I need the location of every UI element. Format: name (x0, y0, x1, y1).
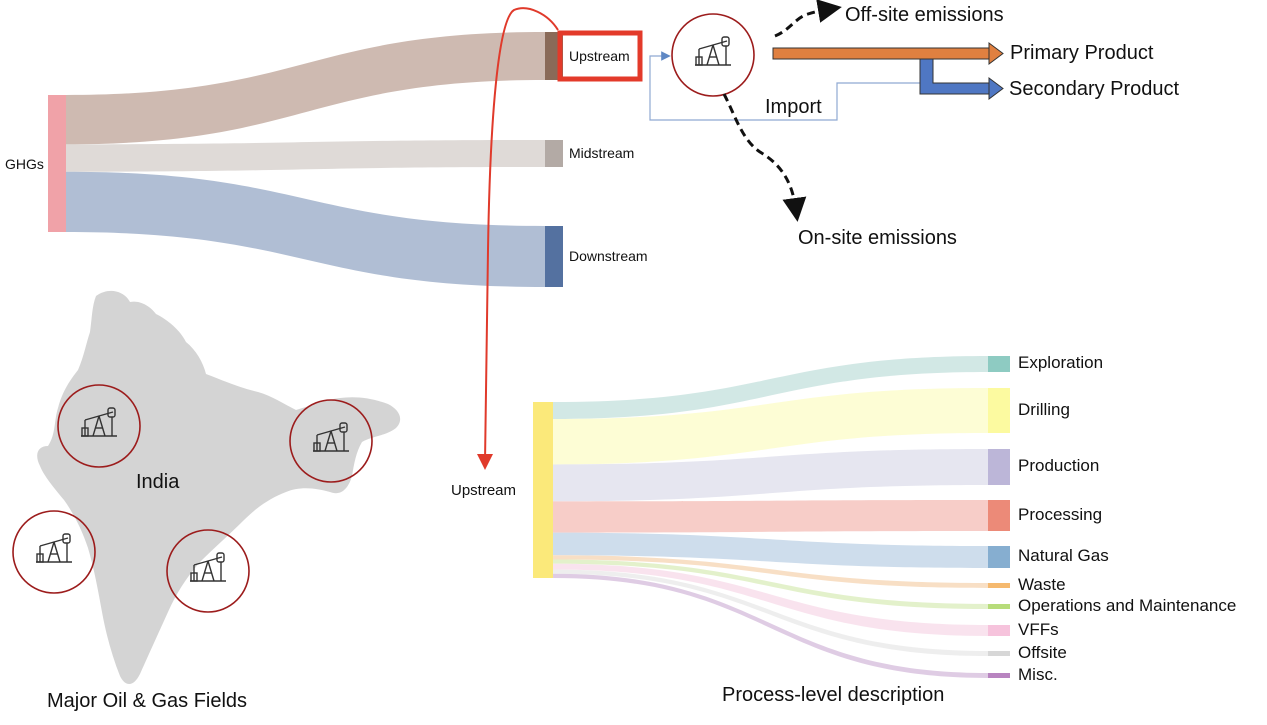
midstream-node-label: Midstream (569, 145, 635, 161)
node-operations-and-maintenance (988, 604, 1010, 609)
node-waste (988, 583, 1010, 588)
secondary-product-label: Secondary Product (1009, 78, 1180, 100)
india-map (37, 290, 401, 685)
flow-misc (553, 573, 988, 678)
upstream-node-label: Upstream (569, 48, 630, 64)
flow-operations-and-maintenance (553, 559, 988, 609)
on-site-emissions-arrow (722, 93, 807, 222)
process-label-drilling: Drilling (1018, 399, 1070, 419)
import-arrow (649, 51, 920, 121)
node-production (988, 449, 1010, 485)
flow-drilling (553, 388, 988, 465)
process-label-operations-and-maintenance: Operations and Maintenance (1018, 595, 1237, 615)
process-label-misc: Misc. (1018, 664, 1058, 684)
node-exploration (988, 356, 1010, 372)
flow-vffs (553, 563, 988, 636)
node-natural-gas (988, 546, 1010, 568)
oil-pump-icon (694, 36, 732, 66)
oil-field-west (12, 510, 96, 594)
oil-field-north-east (289, 399, 373, 483)
ghg-sankey (48, 32, 563, 287)
flow-waste (553, 555, 988, 588)
node-drilling (988, 388, 1010, 433)
flow-downstream (66, 171, 545, 287)
process-label-vffs: VFFs (1018, 619, 1059, 639)
flow-upstream (66, 32, 545, 145)
process-label-exploration: Exploration (1018, 353, 1104, 372)
primary-product-arrow (772, 42, 1004, 65)
downstream-node-label: Downstream (569, 248, 648, 264)
upstream-highlight-box (557, 30, 643, 82)
flow-offsite (553, 569, 988, 656)
node-downstream (545, 226, 563, 287)
flow-midstream (66, 140, 545, 172)
flow-natural-gas (553, 532, 988, 568)
oil-pump-icon (35, 533, 73, 563)
import-label: Import (765, 96, 822, 118)
node-processing (988, 500, 1010, 531)
flow-processing (553, 500, 988, 533)
off-site-emissions-arrow (774, 0, 842, 38)
oil-field-north-west (57, 384, 141, 468)
india-label: India (136, 471, 180, 493)
diagram-static (12, 0, 1004, 685)
node-upstream-source (533, 402, 553, 578)
node-midstream (545, 140, 563, 167)
process-caption: Process-level description (722, 684, 945, 706)
process-label-natural-gas: Natural Gas (1018, 546, 1109, 565)
process-label-production: Production (1018, 456, 1100, 475)
map-caption: Major Oil & Gas Fields (47, 690, 248, 712)
off-site-emissions-label: Off-site emissions (845, 4, 1004, 26)
on-site-emissions-label: On-site emissions (798, 227, 957, 249)
ghgs-label: GHGs (5, 156, 44, 172)
upstream-sankey (533, 356, 1010, 678)
process-unit (671, 13, 755, 97)
process-label-offsite: Offsite (1018, 642, 1067, 662)
node-offsite (988, 651, 1010, 656)
process-label-waste: Waste (1018, 574, 1066, 594)
secondary-product-arrow (919, 58, 1004, 100)
node-misc (988, 673, 1010, 678)
node-vffs (988, 625, 1010, 636)
flow-production (553, 449, 988, 502)
flow-exploration (553, 356, 988, 420)
primary-product-label: Primary Product (1010, 42, 1154, 64)
upstream-link-arrow (477, 7, 559, 470)
node-ghgs (48, 95, 66, 232)
oil-field-east (166, 529, 250, 613)
process-label-processing: Processing (1018, 504, 1103, 524)
upstream-source-label: Upstream (451, 482, 517, 499)
